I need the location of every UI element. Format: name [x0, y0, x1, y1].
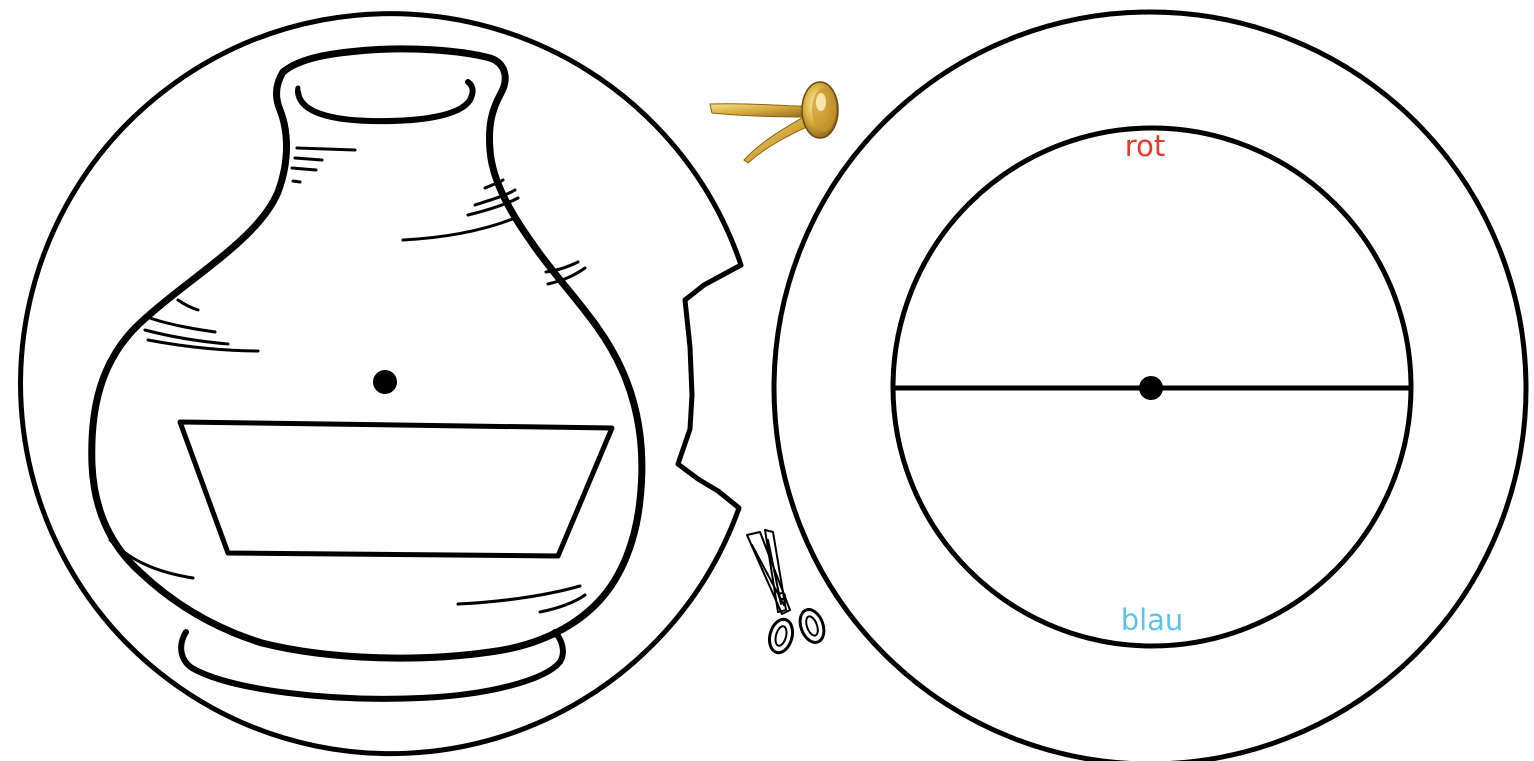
top-half-label: rot — [1125, 129, 1165, 163]
vase-drawing — [92, 49, 642, 699]
viewing-window — [180, 422, 612, 556]
color-wheel-disc: rot blau — [774, 12, 1526, 761]
bottom-half-label: blau — [1121, 603, 1184, 637]
vase-pivot-dot — [373, 370, 397, 394]
wheel-pivot-dot — [1139, 376, 1163, 400]
scissors-icon — [747, 530, 828, 655]
split-pin-fastener-icon — [710, 82, 838, 163]
